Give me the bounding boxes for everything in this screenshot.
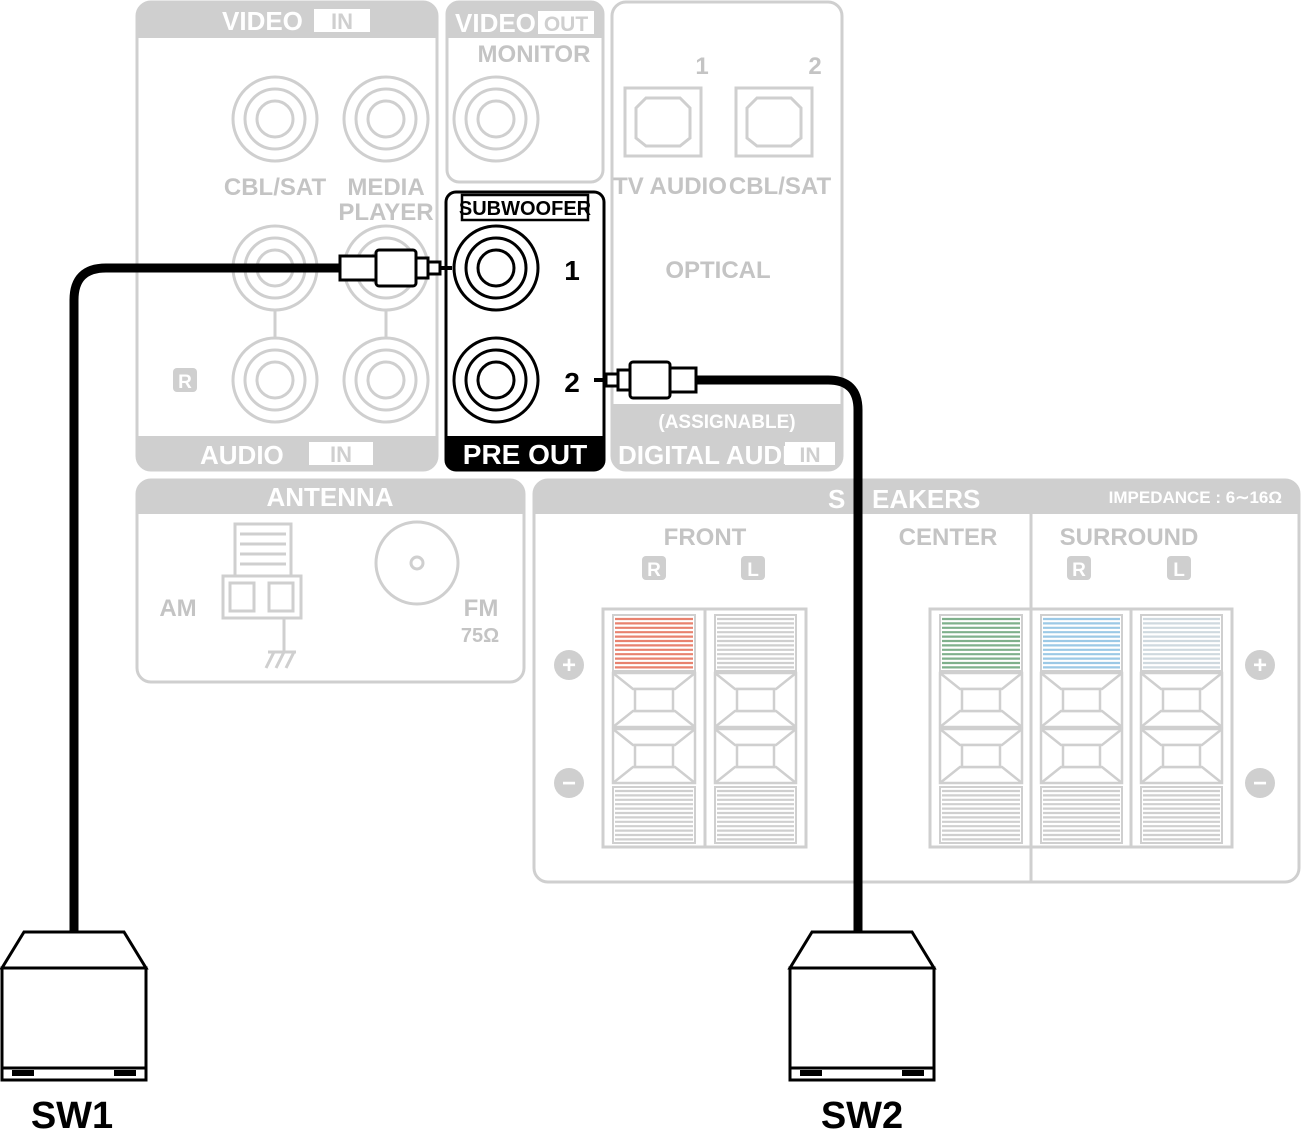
minus-icon-left: − <box>554 768 584 798</box>
jack-label-player: PLAYER <box>338 199 433 226</box>
video-out-panel: VIDEO OUT MONITOR <box>445 0 605 184</box>
rca-jack-media-player-video[interactable] <box>342 75 430 163</box>
fm-label: FM <box>464 595 499 622</box>
rca-jack-audio-r2[interactable] <box>342 336 430 424</box>
surround-l-badge: L <box>1173 560 1185 581</box>
video-audio-in-panel: VIDEO IN CBL/SAT MEDIA PLAYER R AUDIO <box>135 0 439 472</box>
subwoofer-sw1[interactable] <box>0 930 149 1082</box>
rca-plug-sw2[interactable] <box>594 360 698 400</box>
rca-jack-monitor-out[interactable] <box>452 75 540 163</box>
video-in-title: VIDEO <box>222 6 303 36</box>
video-out-tag: OUT <box>544 13 589 36</box>
front-label: FRONT <box>664 524 747 551</box>
pre-out-title: PRE OUT <box>463 439 587 470</box>
rca-jack-audio-r1[interactable] <box>231 336 319 424</box>
impedance-label: IMPEDANCE : 6∼16Ω <box>1109 488 1282 507</box>
front-l-badge: L <box>747 560 759 581</box>
subwoofer-header: SUBWOOFER <box>459 198 592 220</box>
surround-label: SURROUND <box>1060 524 1199 551</box>
video-out-title: VIDEO <box>455 8 536 38</box>
video-in-tag: IN <box>331 9 353 34</box>
antenna-title: ANTENNA <box>266 482 393 512</box>
r-badge-audio <box>173 368 197 392</box>
minus-icon-right: − <box>1245 768 1275 798</box>
svg-text:+: + <box>1253 652 1267 679</box>
pre-out-panel: SUBWOOFER 1 2 PRE OUT <box>444 190 606 472</box>
front-l-terminal[interactable] <box>713 614 798 844</box>
cable-sw1 <box>69 248 452 932</box>
audio-in-title: AUDIO <box>200 440 284 470</box>
jack-label-media: MEDIA <box>347 174 424 201</box>
optical-port-tv-audio[interactable] <box>623 86 703 158</box>
optical-label-tv-audio: TV AUDIO <box>613 173 727 200</box>
optical-num-1: 1 <box>695 53 708 80</box>
optical-port-cbl-sat[interactable] <box>734 86 814 158</box>
subwoofer-jack-1[interactable] <box>452 224 540 312</box>
surround-l-terminal[interactable] <box>1139 614 1224 844</box>
digital-audio-tag: IN <box>800 444 821 467</box>
optical-num-2: 2 <box>808 53 821 80</box>
audio-in-tag: IN <box>330 442 352 467</box>
r-badge-audio-text: R <box>178 372 192 393</box>
sw1-label: SW1 <box>31 1095 113 1137</box>
subwoofer-jack-2-label: 2 <box>564 367 580 398</box>
speakers-title-rest: EAKERS <box>872 484 980 514</box>
front-speaker-terminals <box>601 607 808 849</box>
svg-text:+: + <box>562 652 576 679</box>
sw2-label: SW2 <box>821 1095 903 1137</box>
center-terminal[interactable] <box>938 614 1024 844</box>
digital-audio-title: DIGITAL AUDIO <box>618 440 810 470</box>
front-r-terminal[interactable] <box>611 614 697 844</box>
subwoofer-jack-1-label: 1 <box>564 255 580 286</box>
cable-sw2 <box>594 360 863 932</box>
am-label: AM <box>159 595 196 622</box>
subwoofer-jack-2[interactable] <box>452 336 540 424</box>
assignable-label: (ASSIGNABLE) <box>658 412 795 433</box>
plus-icon-left: + <box>554 650 584 680</box>
fm-connector[interactable] <box>374 520 460 606</box>
surround-r-badge: R <box>1072 560 1086 581</box>
am-terminal[interactable] <box>221 522 303 669</box>
svg-text:−: − <box>1253 770 1267 797</box>
antenna-panel: ANTENNA AM FM 75Ω <box>135 478 526 684</box>
jack-label-cbl-sat: CBL/SAT <box>224 174 327 201</box>
rca-plug-sw1[interactable] <box>338 248 452 288</box>
subwoofer-sw2[interactable] <box>787 930 937 1082</box>
fm-ohm-label: 75Ω <box>461 625 499 647</box>
optical-label-cbl-sat: CBL/SAT <box>729 173 832 200</box>
speakers-panel: S EAKERS IMPEDANCE : 6∼16Ω FRONT CENTER … <box>532 478 1301 884</box>
center-surround-speaker-terminals <box>928 607 1234 849</box>
rca-jack-cbl-sat-video[interactable] <box>231 75 319 163</box>
speakers-title-s: S <box>828 484 845 514</box>
surround-r-terminal[interactable] <box>1039 614 1124 844</box>
front-r-badge: R <box>647 560 661 581</box>
optical-center-label: OPTICAL <box>665 257 770 284</box>
monitor-label: MONITOR <box>478 41 591 68</box>
digital-audio-in-panel: 1 2 TV AUDIO CBL/SAT OPTICAL (ASSIGNABLE… <box>610 0 844 472</box>
svg-text:−: − <box>562 770 576 797</box>
plus-icon-right: + <box>1245 650 1275 680</box>
center-label: CENTER <box>899 524 998 551</box>
